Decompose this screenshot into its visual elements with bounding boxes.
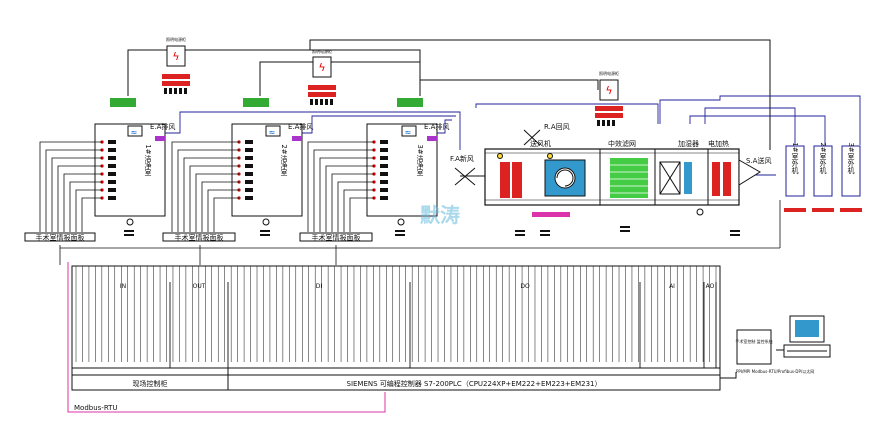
exhaust-label: E.A排风 (288, 122, 313, 131)
air-handling-unit: F.A新风 R.A回风 送风机 中效滤网 加湿器 电加热 S.A送风 (450, 123, 771, 236)
plc-group-label: OUT (193, 283, 206, 290)
room-name: 1#洁净室 (144, 144, 152, 175)
svg-text:≈: ≈ (405, 128, 412, 137)
heater-label: 电加热 (708, 139, 729, 148)
plc-group-label: IN (120, 283, 126, 290)
svg-text:≈: ≈ (269, 128, 276, 137)
plc-group-label: DI (316, 283, 323, 290)
monitor-screen-text: 手术室控制 监控系统 (735, 338, 772, 344)
surgery-panel: 手术室情报面板 (175, 233, 224, 242)
clean-room-1: ≈ E.A排风 1#洁净室 手术室情报面板 (24, 98, 175, 242)
modbus-line (67, 262, 386, 413)
mid-filter-label: 中效滤网 (608, 139, 636, 148)
air-ducts (165, 95, 861, 176)
humidifier-label: 加湿器 (678, 139, 699, 148)
plc-group-label: AO (706, 283, 715, 290)
supply-outlet (738, 159, 761, 186)
plc-group-label: DO (520, 283, 530, 290)
outdoor-unit-label: 1#室外机 (791, 142, 799, 174)
svg-text:≈: ≈ (131, 128, 138, 137)
actuator (532, 212, 570, 217)
power-box: ϟ 照明电源柜 (595, 70, 623, 126)
power-box-label: 照明电源柜 (599, 70, 619, 76)
plc-right-title: SIEMENS 可编程控制器 S7-200PLC（CPU224XP+EM222+… (347, 379, 602, 388)
plc-left-title: 现场控制柜 (133, 379, 168, 388)
plc-panel: IN OUT DI DO AI AO 现场控制柜 SIEMENS 可编程控制器 S7-20… (71, 265, 721, 391)
outdoor-unit-label: 2#室外机 (819, 142, 827, 174)
modbus-label: Modbus-RTU (74, 404, 118, 412)
clean-room-3: ≈ E.A排风 3#洁净室 手术室情报面板 (299, 98, 449, 242)
signal-bus (59, 200, 781, 265)
exhaust-label: E.A排风 (424, 122, 449, 131)
power-box: ϟ 照明电源柜 (162, 36, 190, 94)
exhaust-damper (127, 125, 143, 137)
return-air-damper (523, 129, 541, 146)
outdoor-unit-label: 3#室外机 (847, 142, 855, 174)
fresh-air-label: F.A新风 (450, 154, 474, 163)
outdoor-unit: 1#室外机 (784, 142, 806, 212)
watermark: 默涛 (420, 203, 460, 227)
exhaust-fan-block (243, 98, 269, 107)
coil (512, 162, 522, 198)
exhaust-damper (265, 125, 281, 137)
power-box-label: 照明电源柜 (312, 48, 332, 54)
outdoor-unit: 2#室外机 (812, 142, 834, 212)
exhaust-fan-block (110, 98, 136, 107)
clean-room-2: ≈ E.A排风 2#洁净室 手术室情报面板 (162, 98, 313, 242)
heater (723, 162, 731, 196)
lightning-icon: ϟ (318, 61, 325, 74)
mid-filter (610, 158, 648, 198)
heater (712, 162, 720, 196)
fresh-air-damper (454, 167, 485, 186)
room-name: 3#洁净室 (416, 144, 424, 175)
power-box: ϟ 照明电源柜 (308, 48, 336, 105)
surgery-panel: 手术室情报面板 (312, 233, 361, 242)
lightning-icon: ϟ (172, 50, 179, 63)
lightning-icon: ϟ (605, 84, 612, 97)
humidifier-spray (684, 162, 692, 194)
monitoring-computer: 手术室控制 监控系统 PPI/MPI Modbus-RTU/Profibus-D… (720, 315, 831, 379)
plc-group-label: AI (669, 283, 675, 290)
fan-label: 送风机 (530, 139, 551, 148)
link-label: PPI/MPI Modbus-RTU/Profibus-DP/以太网 (736, 368, 814, 374)
outdoor-unit: 3#室外机 (840, 142, 862, 212)
return-air-label: R.A回风 (544, 123, 570, 131)
plc-groups: IN OUT DI DO AI AO (120, 282, 717, 368)
surgery-panel: 手术室情报面板 (36, 233, 85, 242)
exhaust-damper (401, 125, 417, 137)
exhaust-label: E.A排风 (150, 122, 175, 131)
supply-air-label: S.A送风 (746, 156, 771, 165)
room-name: 2#洁净室 (280, 144, 288, 175)
plc-terminals (75, 266, 717, 362)
power-box-label: 照明电源柜 (166, 36, 186, 42)
exhaust-fan-block (397, 98, 423, 107)
power-bus (127, 39, 771, 150)
coil (500, 162, 510, 198)
